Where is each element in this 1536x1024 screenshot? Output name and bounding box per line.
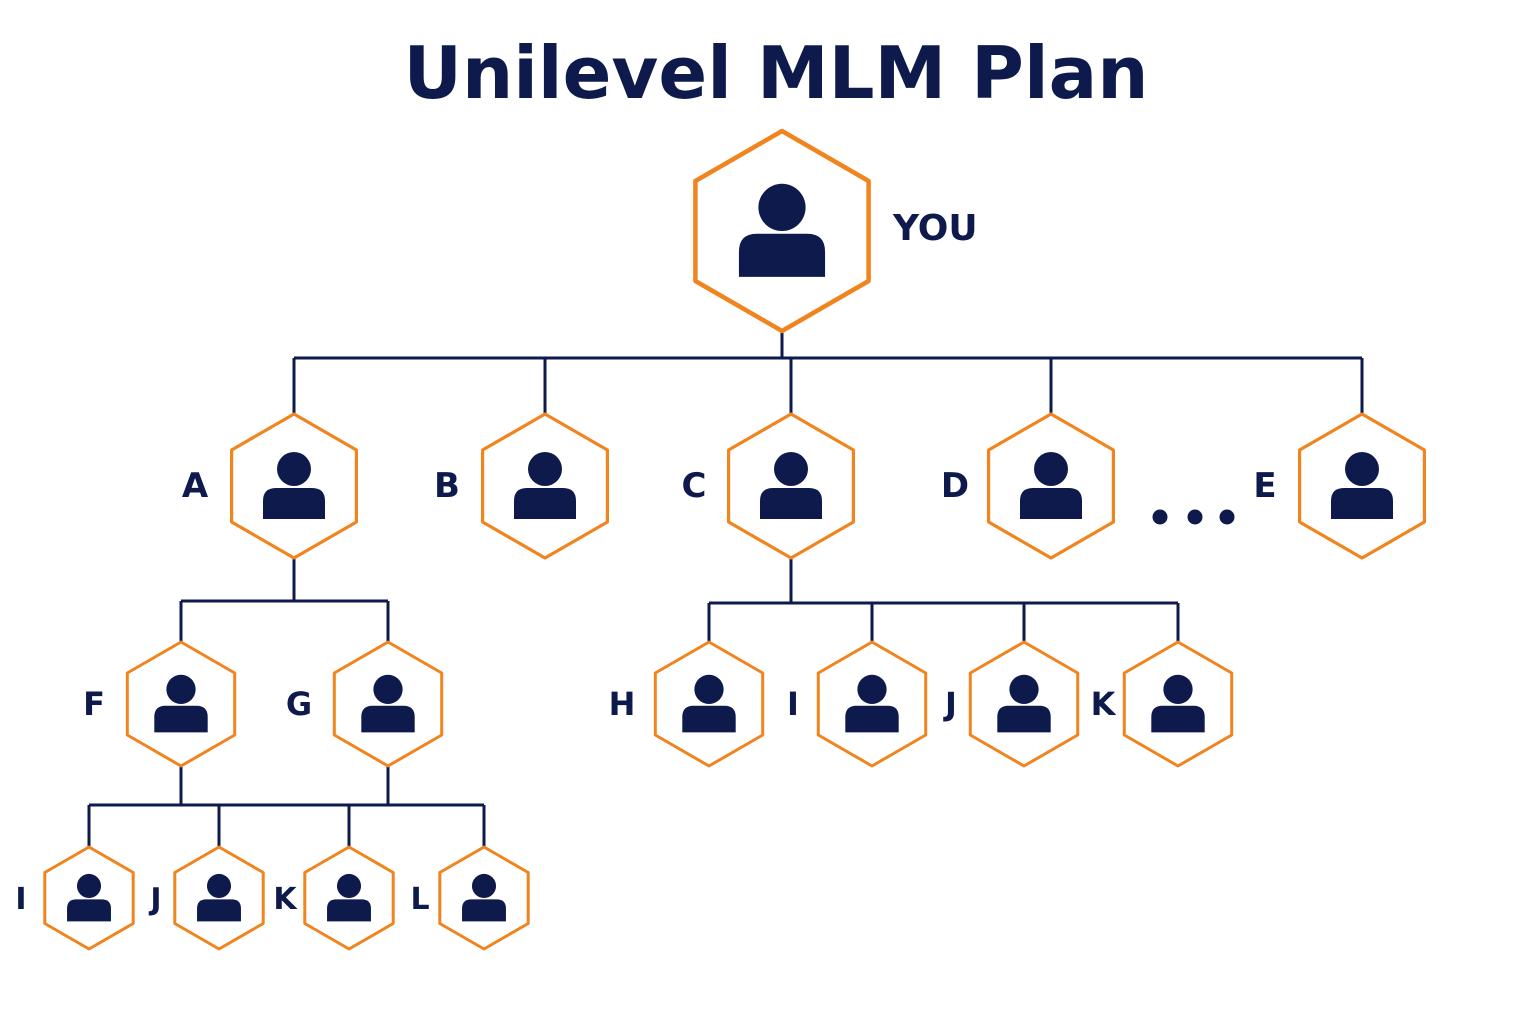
member-label-j3: J (148, 882, 161, 917)
person-body (1331, 488, 1393, 519)
continuation-ellipsis (1152, 509, 1235, 525)
hexagon-frame (816, 640, 928, 768)
person-body (738, 233, 826, 277)
person-head (528, 452, 562, 486)
person-head (206, 873, 232, 898)
member-node-e: E (1253, 412, 1427, 560)
person-body (1151, 705, 1205, 733)
hexagon-frame (968, 640, 1080, 768)
person-icon (197, 873, 241, 922)
hexagon-frame (693, 128, 871, 334)
member-node-f: F (83, 640, 237, 768)
member-node-k2: K (1091, 640, 1234, 768)
person-icon (845, 674, 899, 733)
person-head (1034, 452, 1068, 486)
person-head (373, 674, 403, 704)
hexagon-frame (1122, 640, 1234, 768)
person-body (845, 705, 899, 733)
hexagon-frame (173, 845, 265, 951)
person-head (1163, 674, 1193, 704)
person-body (327, 899, 371, 922)
member-node-c: C (682, 412, 856, 560)
member-node-b: B (434, 412, 610, 560)
person-body (997, 705, 1051, 733)
ellipsis-dot-3 (1219, 509, 1235, 525)
person-head (76, 873, 102, 898)
person-head (1009, 674, 1039, 704)
person-icon (462, 873, 506, 922)
person-icon (682, 674, 736, 733)
person-body (462, 899, 506, 922)
person-body (154, 705, 208, 733)
person-icon (1020, 452, 1082, 519)
person-head (857, 674, 887, 704)
member-label-c: C (682, 466, 707, 506)
member-label-f: F (83, 685, 105, 723)
person-icon (514, 452, 576, 519)
person-head (277, 452, 311, 486)
member-label-you: YOU (892, 208, 978, 249)
person-icon (738, 183, 826, 277)
person-body (682, 705, 736, 733)
person-icon (760, 452, 822, 519)
person-body (361, 705, 415, 733)
person-icon (154, 674, 208, 733)
member-node-i2: I (787, 640, 928, 768)
member-label-g: G (286, 685, 312, 723)
ellipsis-dot-1 (1152, 509, 1168, 525)
ellipsis-dot-2 (1187, 509, 1203, 525)
person-body (1020, 488, 1082, 519)
person-head (758, 183, 806, 231)
connector-lines (87, 331, 1364, 847)
person-head (1345, 452, 1379, 486)
member-node-l3: L (410, 845, 530, 951)
person-icon (1151, 674, 1205, 733)
person-icon (67, 873, 111, 922)
member-label-k3: K (273, 882, 298, 917)
person-body (760, 488, 822, 519)
person-icon (263, 452, 325, 519)
member-node-k3: K (273, 845, 395, 951)
diagram-title: Unilevel MLM Plan (404, 31, 1149, 115)
member-node-j2: J (943, 640, 1080, 768)
person-body (197, 899, 241, 922)
member-label-e: E (1253, 466, 1276, 506)
hexagon-frame (43, 845, 135, 951)
hexagon-frame (332, 640, 444, 768)
person-head (471, 873, 497, 898)
person-body (67, 899, 111, 922)
person-head (694, 674, 724, 704)
person-head (774, 452, 808, 486)
member-label-d: D (941, 466, 969, 506)
member-label-l3: L (410, 882, 429, 917)
member-label-a: A (182, 466, 209, 506)
person-icon (1331, 452, 1393, 519)
member-node-d: D (941, 412, 1116, 560)
member-node-you: YOU (693, 128, 978, 334)
member-node-h: H (609, 640, 765, 768)
person-icon (361, 674, 415, 733)
member-node-g: G (286, 640, 444, 768)
member-label-j2: J (943, 685, 957, 723)
member-label-i3: I (15, 882, 26, 917)
hexagon-frame (125, 640, 237, 768)
member-label-i2: I (787, 685, 799, 723)
hexagon-frame (653, 640, 765, 768)
member-label-k2: K (1091, 685, 1117, 723)
hexagon-frame (303, 845, 395, 951)
person-head (336, 873, 362, 898)
member-node-i3: I (15, 845, 135, 951)
member-nodes: YOU A B C D E F G H I J K I J K L (15, 128, 1427, 951)
person-icon (327, 873, 371, 922)
member-label-b: B (434, 466, 460, 506)
person-icon (997, 674, 1051, 733)
person-body (514, 488, 576, 519)
member-node-j3: J (148, 845, 265, 951)
member-label-h: H (609, 685, 636, 723)
person-body (263, 488, 325, 519)
member-node-a: A (182, 412, 358, 560)
hexagon-frame (438, 845, 530, 951)
person-head (166, 674, 196, 704)
